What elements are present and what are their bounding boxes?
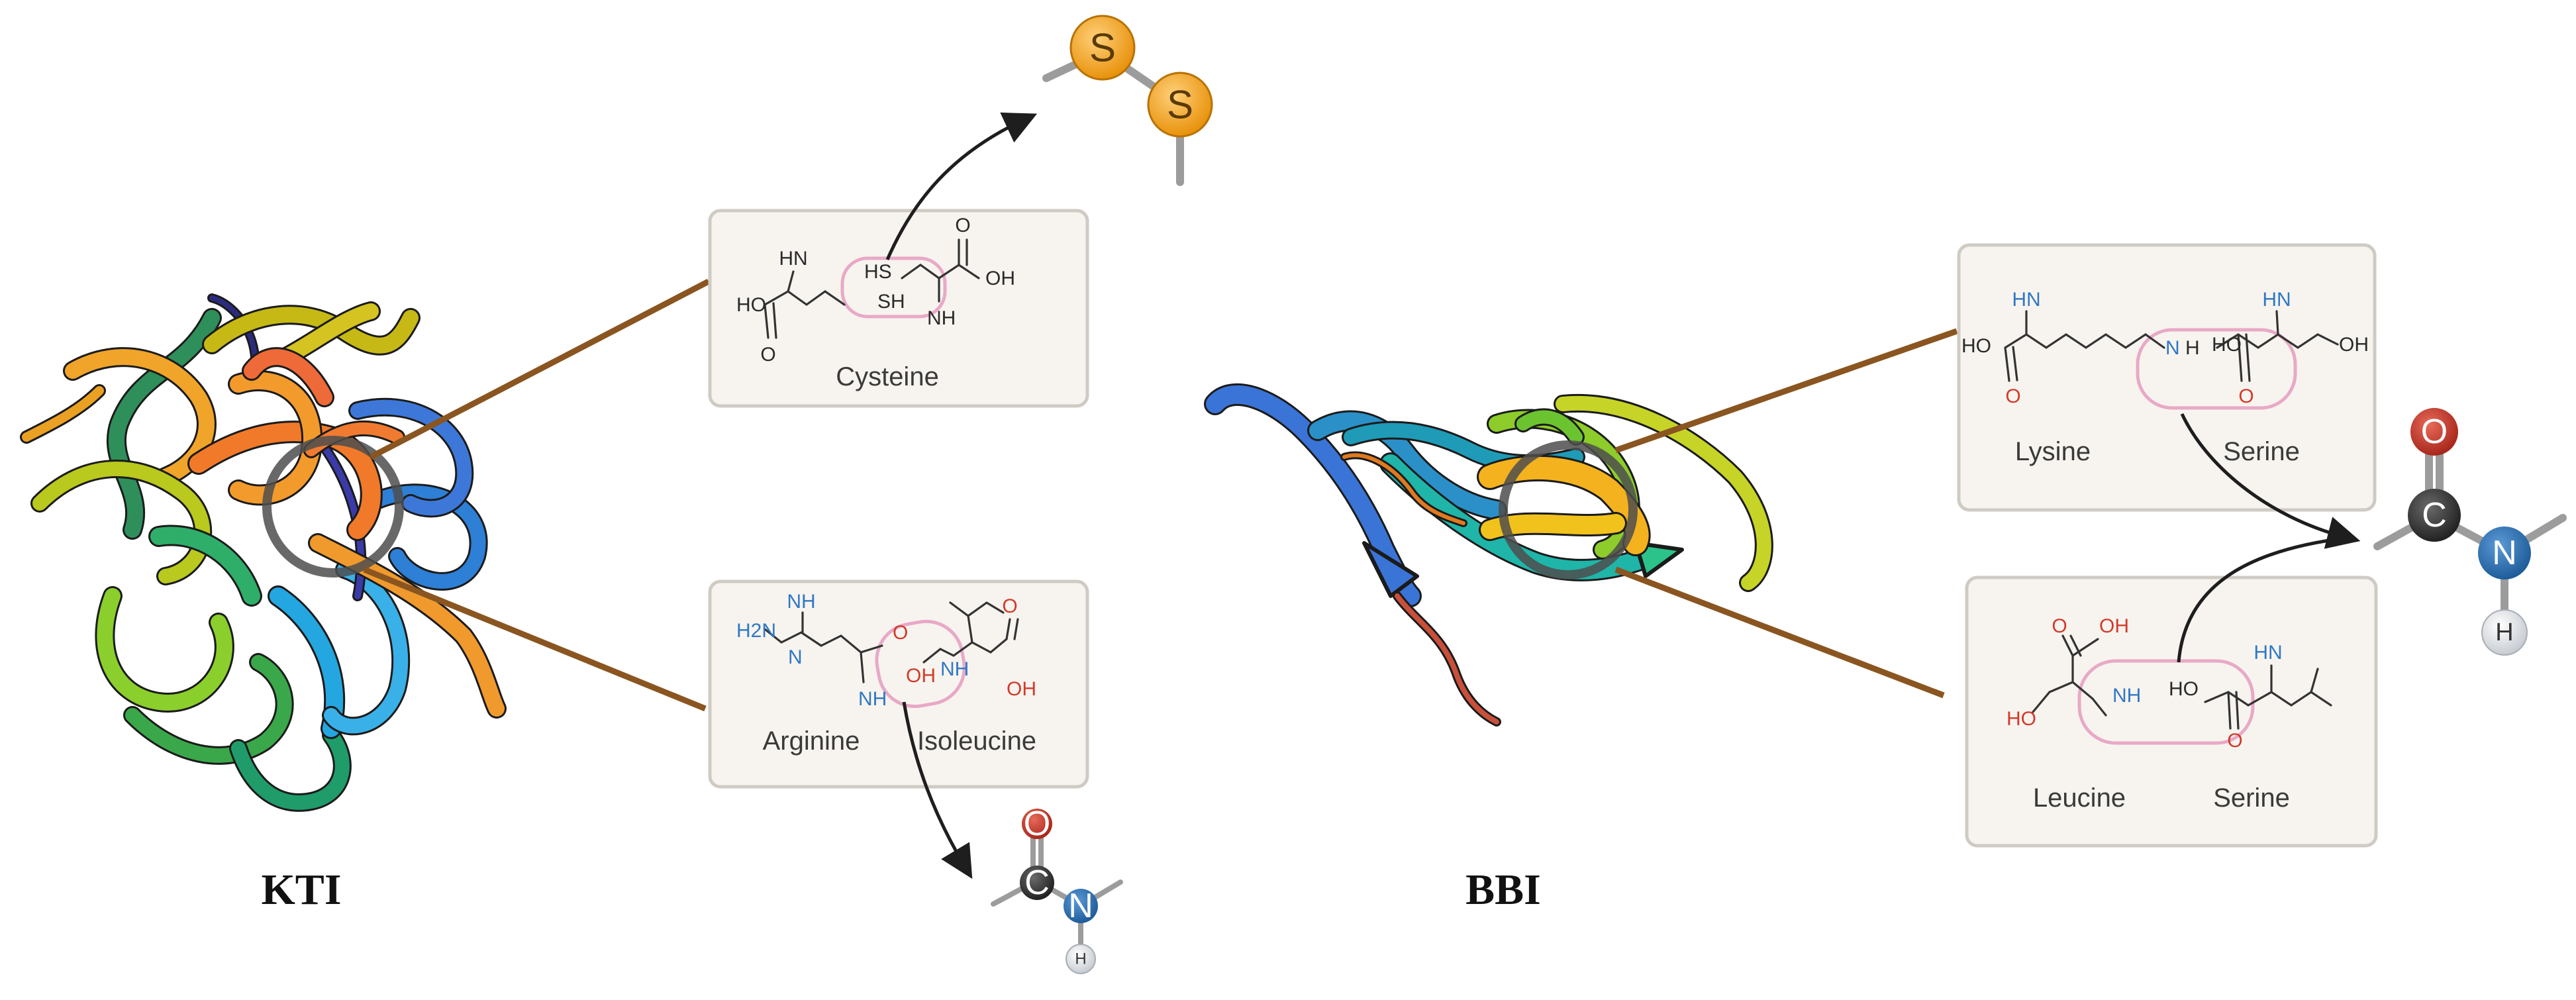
cys-oh-label: OH bbox=[985, 268, 1015, 289]
leucine-name: Leucine bbox=[2033, 783, 2126, 813]
kti-connector-top bbox=[369, 279, 711, 460]
cysteine-highlight bbox=[840, 256, 947, 319]
sulfur-2-label: S bbox=[1167, 83, 1193, 127]
cys-hn-label: HN bbox=[779, 248, 807, 270]
ser-ho-label: HO bbox=[2212, 334, 2242, 356]
kti-label: KTI bbox=[261, 866, 341, 914]
sulfur-atom-2 bbox=[1147, 72, 1213, 138]
lys-h-label: H bbox=[2185, 337, 2200, 359]
kti-connector-bottom bbox=[363, 566, 707, 712]
arg-h2n-label: H2N bbox=[736, 620, 776, 642]
carbon-small-label: C bbox=[1024, 864, 1050, 902]
cys-sh-label: SH bbox=[877, 291, 905, 313]
arg-ile-highlight bbox=[875, 619, 966, 709]
ile-nh2-label: NH bbox=[940, 658, 969, 680]
ser2-o-label: O bbox=[2227, 730, 2242, 752]
leu-o-label: O bbox=[2052, 615, 2067, 637]
cys-nh2-label: NH bbox=[927, 307, 956, 329]
nitrogen-atom-large bbox=[2478, 526, 2531, 579]
nitrogen-large-label: N bbox=[2492, 534, 2517, 572]
bbi-label: BBI bbox=[1465, 866, 1541, 914]
lys-o-label: O bbox=[2005, 385, 2020, 407]
cys-hs-label: HS bbox=[864, 261, 892, 283]
carbon-atom-small bbox=[1020, 866, 1054, 900]
ser-o-label: O bbox=[2238, 385, 2254, 407]
arg-o-label: O bbox=[893, 622, 908, 644]
carbon-atom-large bbox=[2408, 489, 2461, 542]
cysteine-to-disulfide-arrow bbox=[885, 112, 1038, 260]
disulfide-bond-molecule: S S bbox=[1042, 15, 1213, 186]
arg-nh2-label: NH bbox=[858, 688, 887, 710]
lys-ho-label: HO bbox=[1961, 335, 1991, 357]
arg-ile-to-peptide-arrow bbox=[902, 701, 973, 879]
cys-o-label: O bbox=[760, 344, 775, 366]
leu-nh2-label: NH bbox=[2112, 685, 2141, 707]
arginine-isoleucine-box: NH H2N N NH O OH NH O OH Arginine Isoleu… bbox=[708, 579, 1089, 789]
bbi-connector-top bbox=[1614, 328, 1958, 454]
oxygen-small-label: O bbox=[1024, 805, 1050, 843]
lys-nh-label: N bbox=[2165, 337, 2180, 359]
ser2-hn-label: HN bbox=[2254, 642, 2282, 664]
ile-o-label: O bbox=[1002, 595, 1017, 617]
leu-ho-label: HO bbox=[2006, 708, 2036, 730]
leu-ser-to-peptide-arrow bbox=[2177, 536, 2348, 663]
bbi-connector-bottom bbox=[1614, 566, 1945, 699]
bbi-binding-site-ring bbox=[1499, 440, 1638, 579]
hydrogen-small-label: H bbox=[1075, 950, 1086, 968]
isoleucine-name: Isoleucine bbox=[917, 726, 1036, 756]
hydrogen-large-label: H bbox=[2495, 619, 2513, 646]
kti-binding-site-ring bbox=[262, 436, 404, 577]
oxygen-large-label: O bbox=[2421, 413, 2448, 451]
cysteine-box: HN HO O HS SH OH O NH Cysteine bbox=[708, 209, 1089, 408]
ser-hn-label: HN bbox=[2262, 289, 2291, 311]
cys-o2-label: O bbox=[955, 215, 970, 236]
arginine-name: Arginine bbox=[763, 726, 860, 756]
lysine-serine-box: HN HO O N H HO O HN OH Lysine Serine bbox=[1957, 243, 2377, 512]
cysteine-name: Cysteine bbox=[836, 362, 939, 391]
lys-hn-label: HN bbox=[2012, 289, 2040, 311]
serine-name-bottom: Serine bbox=[2213, 783, 2290, 813]
bbi-protein-structure bbox=[1204, 383, 1773, 726]
ser2-ho-label: HO bbox=[2169, 678, 2199, 700]
serine-name-top: Serine bbox=[2223, 437, 2300, 466]
lysine-name: Lysine bbox=[2015, 437, 2091, 466]
arg-nh-label: NH bbox=[787, 591, 815, 613]
hydrogen-atom-small bbox=[1065, 944, 1096, 974]
peptide-bond-molecule-small: O C N H bbox=[991, 805, 1123, 974]
nitrogen-atom-small bbox=[1064, 889, 1098, 923]
oxygen-atom-large bbox=[2410, 408, 2458, 456]
kti-protein-structure bbox=[20, 293, 507, 812]
lys-ser-to-peptide-arrow bbox=[2180, 413, 2361, 549]
ser-oh-label: OH bbox=[2339, 334, 2369, 356]
leucine-serine-box: O OH HO NH HO O HN Leucine Serine bbox=[1965, 575, 2378, 848]
cys-ho-label: HO bbox=[736, 294, 766, 316]
carbon-large-label: C bbox=[2422, 496, 2447, 534]
ile-oh-label: OH bbox=[1007, 678, 1036, 700]
arg-n-label: N bbox=[788, 646, 803, 668]
sulfur-1-label: S bbox=[1089, 26, 1116, 70]
hydrogen-atom-large bbox=[2481, 609, 2528, 656]
peptide-bond-molecule-large: O C N H bbox=[2373, 408, 2567, 656]
arg-oh-label: OH bbox=[906, 665, 936, 687]
lys-ser-highlight bbox=[2136, 328, 2297, 410]
sulfur-atom-1 bbox=[1069, 15, 1136, 81]
oxygen-atom-small bbox=[1022, 809, 1052, 839]
leu-oh-label: OH bbox=[2099, 615, 2129, 637]
nitrogen-small-label: N bbox=[1068, 887, 1093, 925]
